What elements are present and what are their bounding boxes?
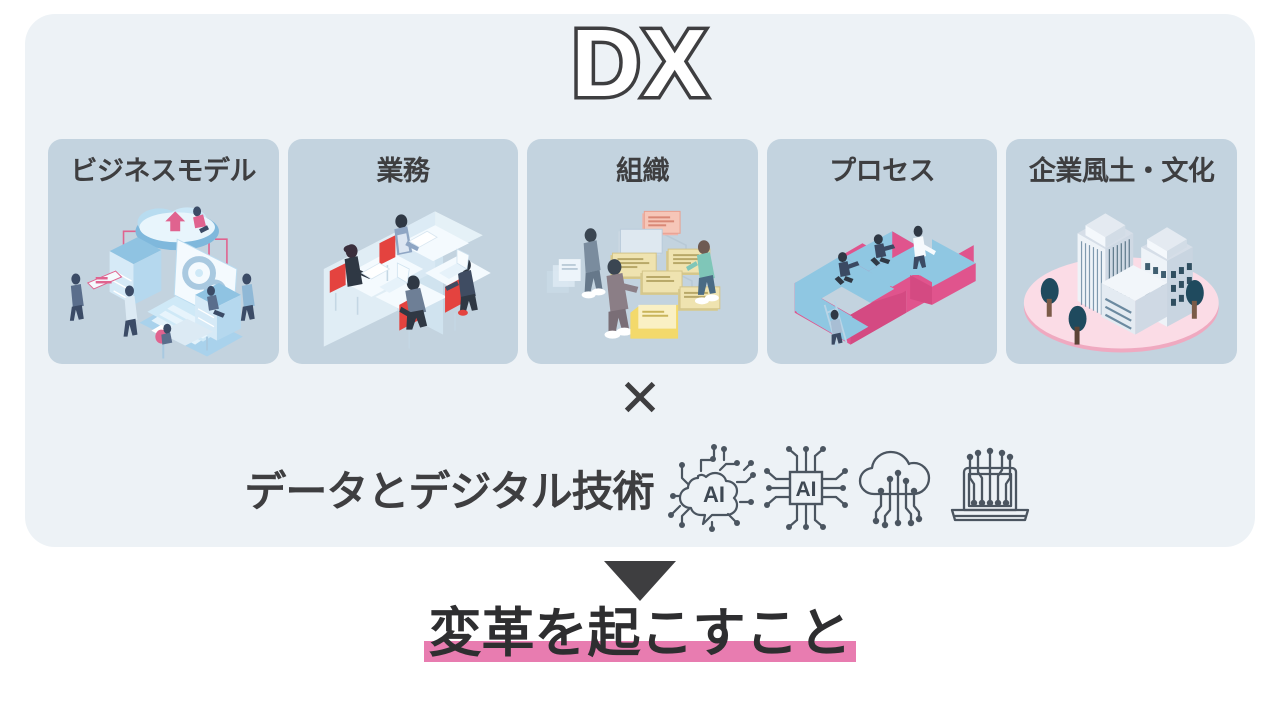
multiply-icon: ✕: [618, 369, 662, 429]
tech-label: データとデジタル技術: [244, 467, 654, 515]
business-model-cloud-laptop-illustration: [48, 187, 279, 364]
data-and-digital-technology-row: データとデジタル技術: [0, 440, 1280, 536]
card-label: プロセス: [829, 156, 936, 186]
card-process[interactable]: プロセス: [766, 139, 998, 364]
card-label: 企業風土・文化: [1028, 156, 1215, 186]
dx-element-card-row: ビジネスモデル: [48, 139, 1237, 364]
card-corporate-culture[interactable]: 企業風土・文化: [1006, 139, 1237, 364]
winding-arrow-process-illustration: [767, 187, 998, 364]
cloud-circuit-icon: [852, 444, 944, 532]
conclusion-row: 変革を起こすこと: [0, 600, 1280, 680]
card-business-model[interactable]: ビジネスモデル: [48, 139, 279, 364]
svg-text:AI: AI: [795, 478, 816, 501]
highlight-bar: [423, 641, 857, 662]
org-chart-people-illustration: [527, 187, 758, 364]
svg-text:AI: AI: [703, 482, 725, 507]
multiply-operator-row: ✕: [0, 369, 1280, 429]
page-title: DX: [568, 10, 710, 117]
card-operations[interactable]: 業務: [287, 139, 519, 364]
card-organization[interactable]: 組織: [527, 139, 758, 364]
down-arrow: [604, 561, 676, 601]
ai-chip-circuit-icon: AI: [760, 444, 852, 532]
office-cubicles-workers-illustration: [288, 187, 519, 364]
card-label: 組織: [615, 156, 669, 186]
laptop-circuit-icon: [944, 444, 1036, 532]
ai-brain-circuit-icon: AI: [667, 444, 760, 532]
card-label: 業務: [376, 156, 430, 186]
conclusion-text: 変革を起こすこと: [428, 604, 852, 663]
card-label: ビジネスモデル: [70, 156, 257, 186]
corporate-buildings-illustration: [1006, 187, 1237, 364]
conclusion-block: 変革を起こすこと: [423, 600, 858, 668]
